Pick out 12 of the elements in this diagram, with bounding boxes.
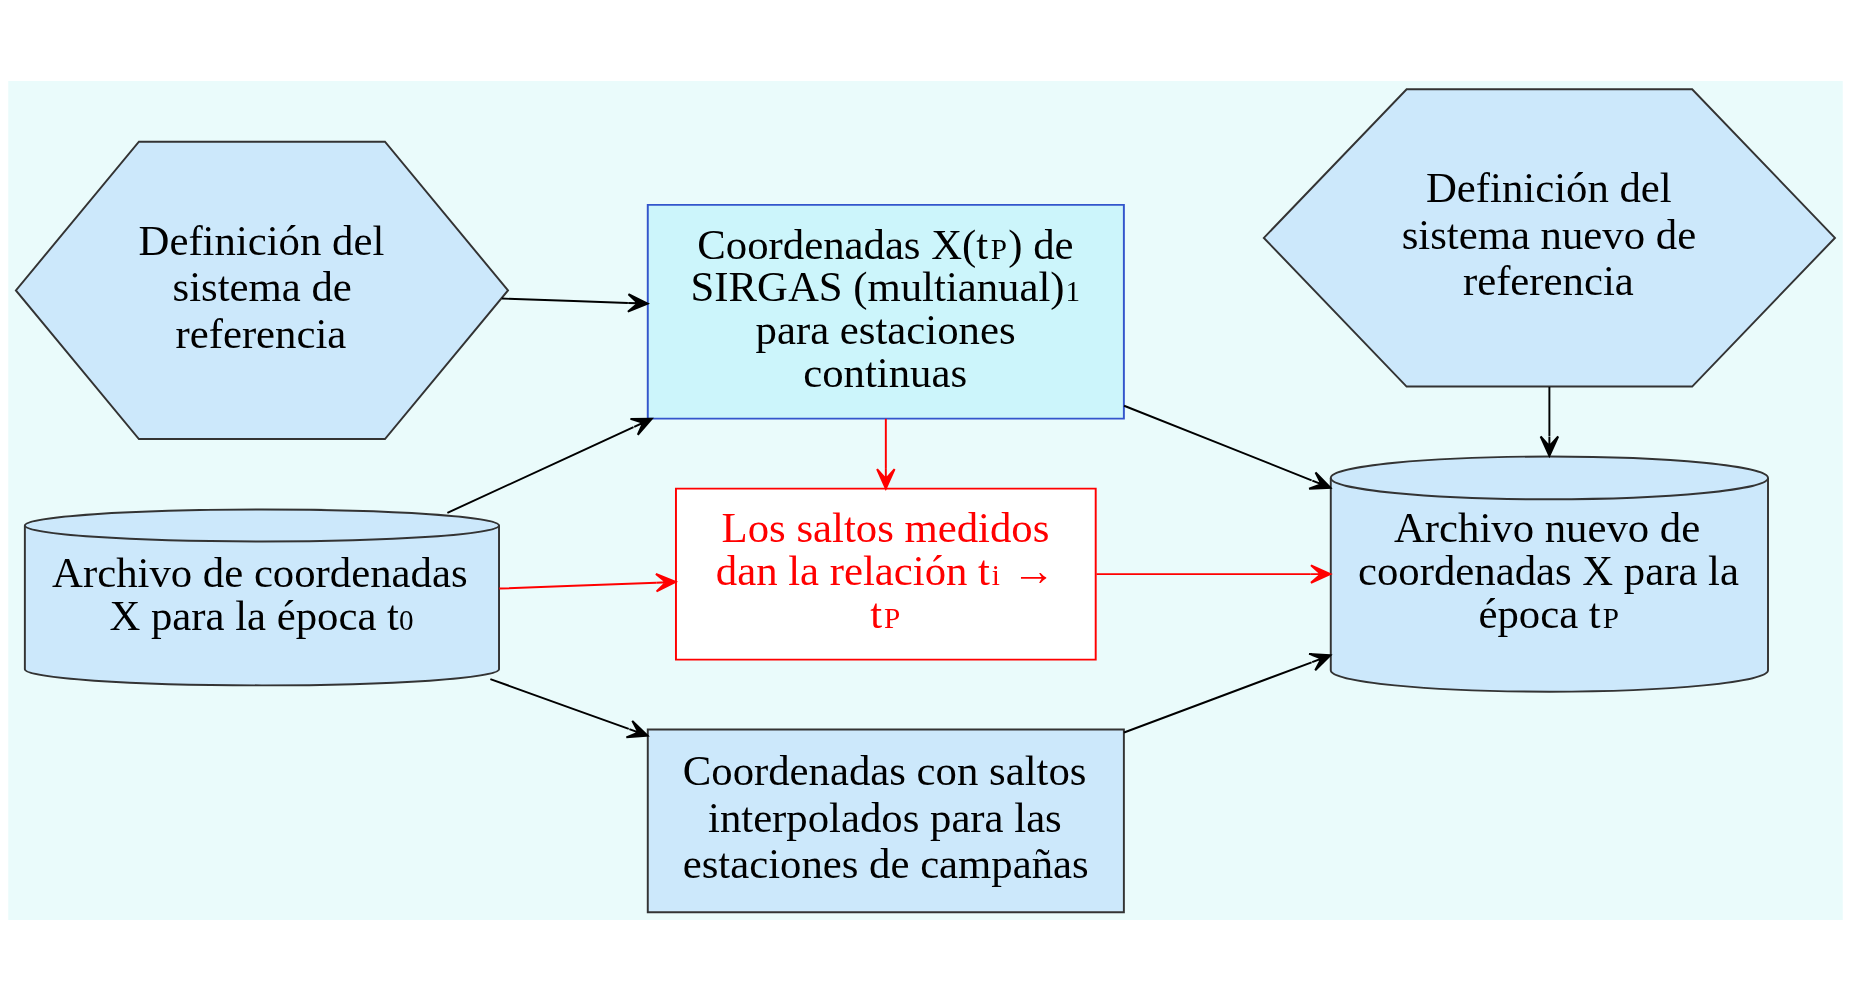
arrow xyxy=(1539,385,1560,457)
arrow xyxy=(500,293,649,313)
node-box: Coordenadas con saltos interpolados para las estaciones de campañas xyxy=(646,728,1125,914)
node-box: Coordenadas X(tP) de SIRGAS (multianual)1 para estaciones continuas xyxy=(646,203,1125,420)
arrow xyxy=(1123,404,1332,490)
arrow xyxy=(489,678,649,739)
arrow xyxy=(498,572,677,593)
arrow xyxy=(446,417,653,514)
arrow xyxy=(1095,564,1332,584)
arrow xyxy=(1123,652,1332,734)
node-box: Los saltos medidos dan la relación ti → tP xyxy=(675,487,1097,661)
arrow xyxy=(876,417,896,490)
